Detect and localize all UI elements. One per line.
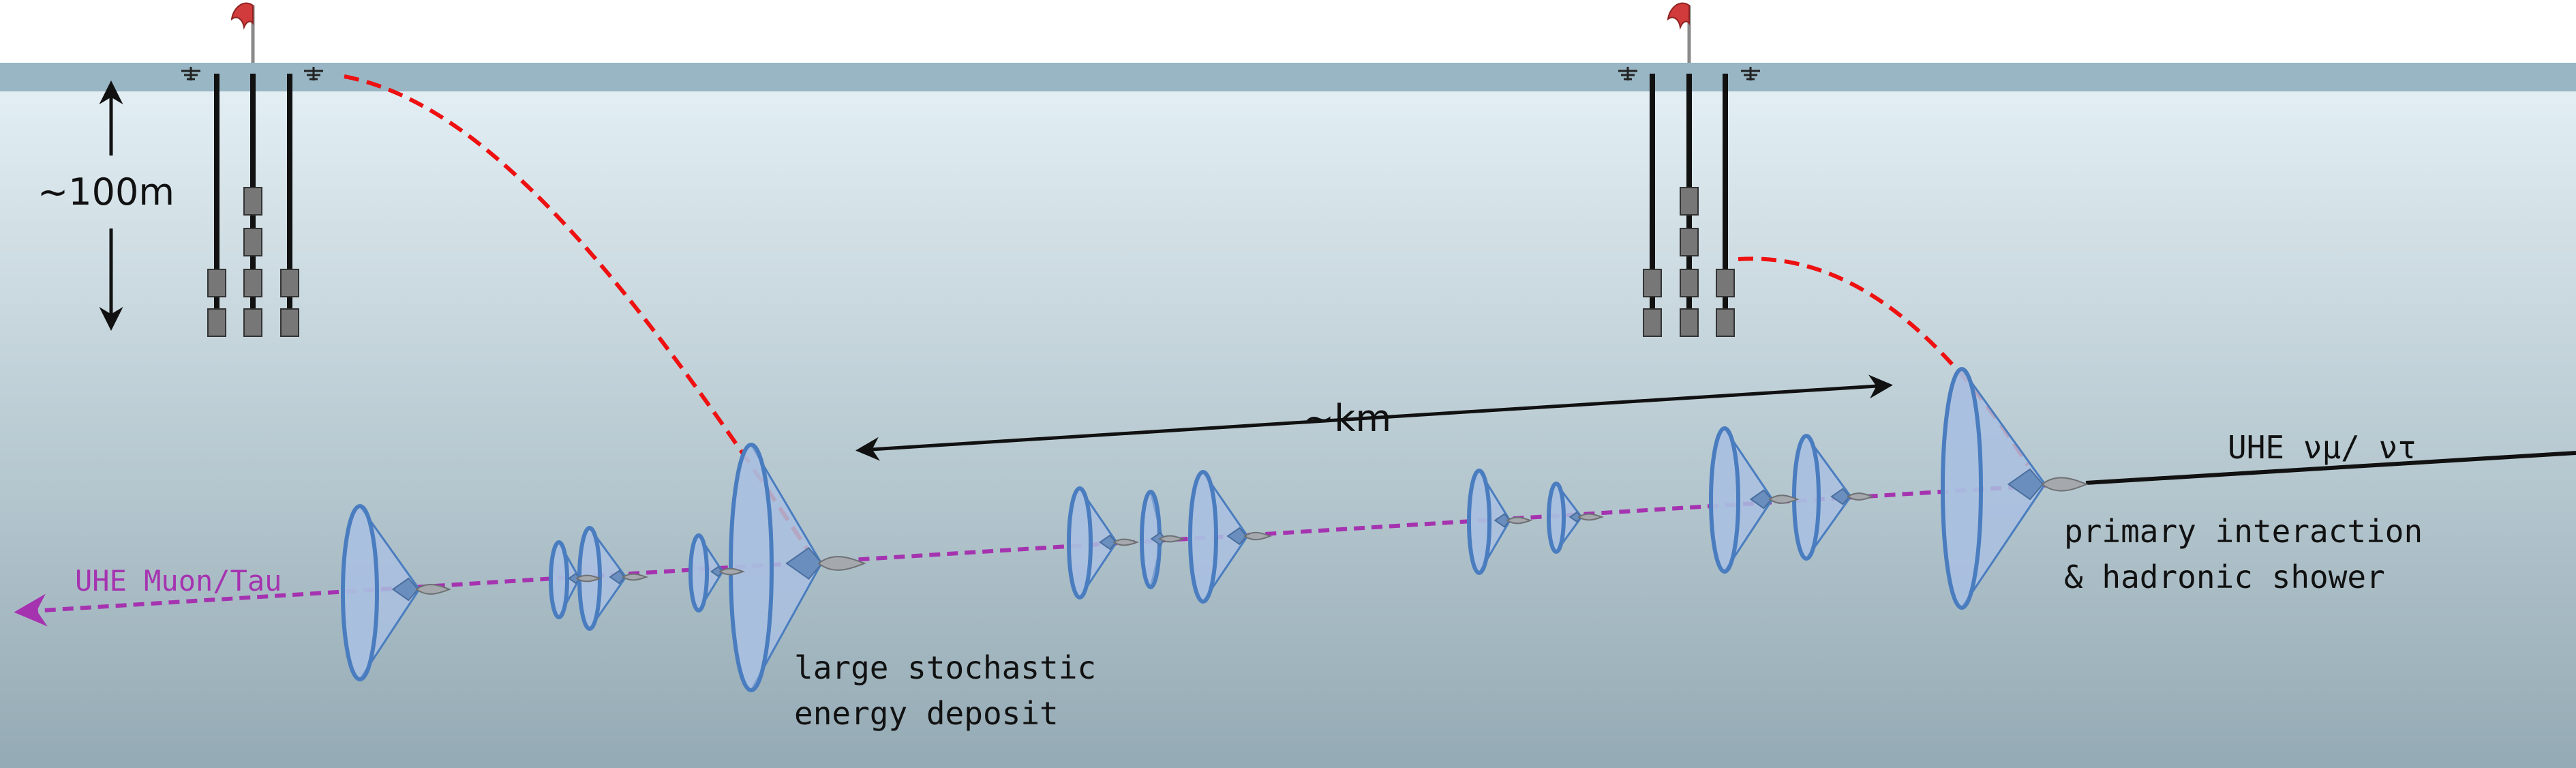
distance-arrow [855,374,1893,461]
shower-tail [1847,492,1875,501]
water-body [0,91,2576,768]
antenna-module [207,269,226,297]
hadronic-shower-label: & hadronic shower [2064,559,2385,595]
surface-antenna-icon [304,67,323,80]
shower-tail [1112,538,1139,546]
shower-cone [688,533,745,612]
flag-icon [230,2,254,30]
primary-interaction-label: primary interaction [2064,513,2423,550]
shower-cone-base [1467,469,1491,575]
shower-tail [1158,535,1185,543]
shower-cone-base [1067,486,1093,600]
stochastic-deposit-label: large stochastic [794,649,1096,686]
shower-cone [1547,482,1604,554]
shower-cone [1941,367,2089,610]
shower-tail [817,556,866,571]
string-cable [287,74,292,336]
neutrino-label: UHE νμ/ ντ [2228,429,2416,466]
depth-label: ~100m [37,171,175,213]
antenna-module [243,269,262,297]
shower-tail [1577,513,1604,521]
shower-cone [1709,426,1800,574]
shower-tail [415,584,452,595]
sky-background [0,0,2576,63]
shower-cone-base [729,443,774,692]
antenna-module [1680,187,1699,216]
antenna-module [207,308,226,337]
shower-cone-base [549,540,569,619]
shower-tail [1506,516,1532,525]
muon-tau-label: UHE Muon/Tau [75,564,282,597]
shower-cones [341,367,2089,692]
shower-cone-base [341,504,379,681]
antenna-module [280,308,299,337]
shower-cone [341,504,452,681]
antenna-module [1643,308,1662,337]
shower-cone-base [688,533,709,612]
antenna-module [280,269,299,297]
shower-tail [1768,494,1800,504]
antenna-module [243,308,262,337]
shower-cone [549,540,602,619]
antenna-module [243,228,262,256]
antenna-module [1716,269,1735,297]
surface-antenna-icon [1741,67,1760,80]
antenna-module [1643,269,1662,297]
shower-tail [1243,531,1273,541]
shower-cone [1467,469,1532,575]
shower-cone [1188,470,1273,604]
surface-antenna-icon [181,67,200,80]
string-cable [214,74,219,336]
energy-deposit-label: energy deposit [794,695,1059,732]
surface-band [0,63,2576,91]
neutrino-track [2085,451,2576,485]
shower-tail [575,574,602,582]
radio-signal-path [344,74,817,562]
antenna-module [1716,308,1735,337]
shower-cone-base [1188,470,1218,604]
radio-station-right [1618,2,1760,337]
radio-station-left [181,2,323,337]
shower-cone-base [1547,482,1566,554]
flag-icon [1667,2,1690,30]
shower-cone-base [1941,367,1983,610]
shower-cone-base [1709,426,1740,574]
shower-tail [2041,477,2089,492]
antenna-module [1680,308,1699,337]
antenna-module [1680,228,1699,256]
shower-tail [622,573,648,581]
shower-cone [1140,490,1185,589]
shower-cone [729,443,866,692]
shower-cone-base [1792,434,1821,561]
shower-tail [718,567,745,576]
string-cable [1650,74,1655,336]
distance-label: ~km [1303,397,1391,440]
antenna-module [1680,269,1699,297]
surface-antenna-icon [1618,67,1637,80]
shower-cone [1067,486,1139,600]
shower-cone [1792,434,1875,561]
antenna-module [243,187,262,216]
string-cable [1723,74,1728,336]
